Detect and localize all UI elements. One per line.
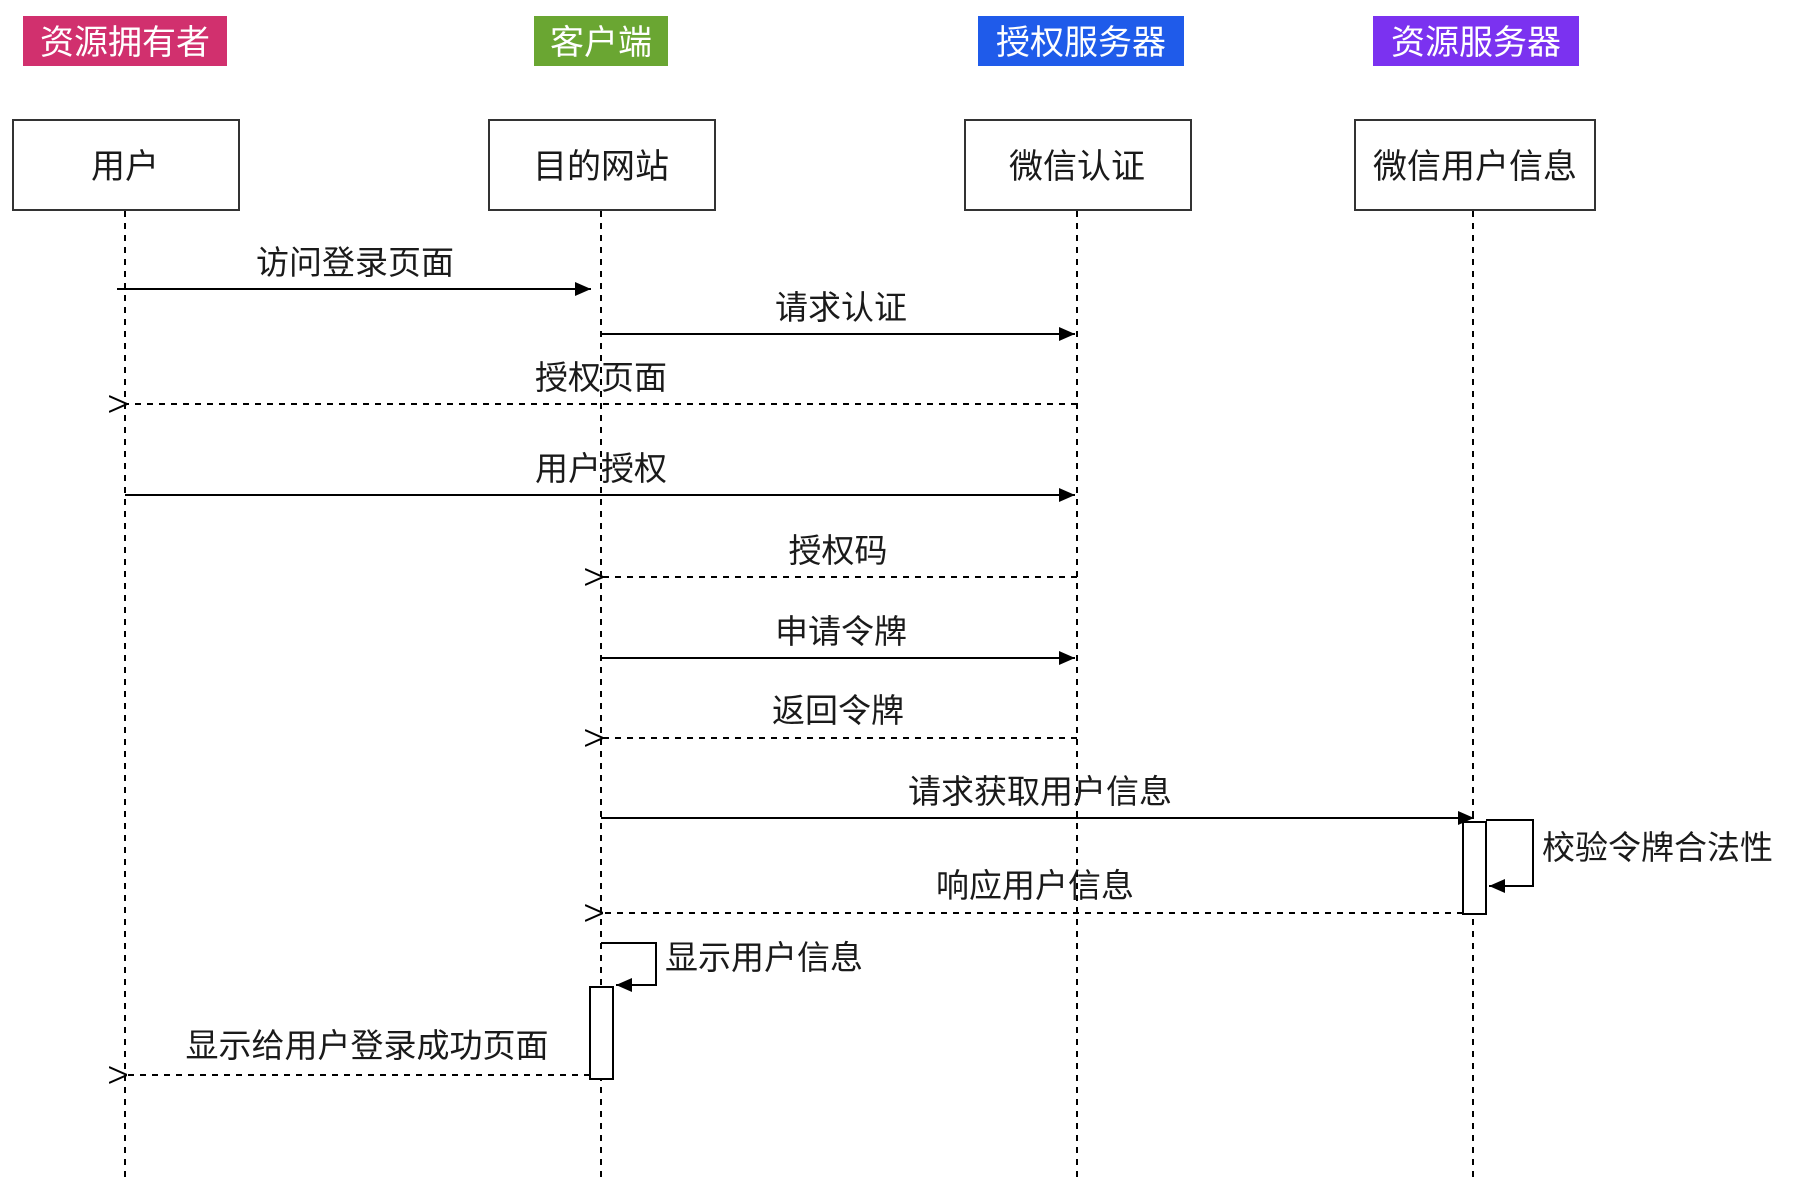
message-label: 校验令牌合法性 bbox=[1542, 828, 1773, 867]
message-label: 授权码 bbox=[789, 531, 888, 570]
participant-wechat-auth: 微信认证 bbox=[964, 119, 1192, 211]
participant-wechat-info: 微信用户信息 bbox=[1354, 119, 1596, 211]
message-label: 显示给用户登录成功页面 bbox=[186, 1026, 549, 1065]
activation-bar-wechat-info bbox=[1462, 821, 1487, 915]
participant-site-box bbox=[488, 119, 716, 211]
message-request-user-info: 请求获取用户信息 bbox=[601, 772, 1474, 825]
role-owner-badge bbox=[23, 16, 227, 66]
message-request-auth: 请求认证 bbox=[601, 288, 1075, 341]
role-resource-server-badge bbox=[1373, 16, 1579, 66]
message-label: 请求获取用户信息 bbox=[908, 772, 1172, 811]
role-client-label: 客户端 bbox=[550, 23, 652, 63]
role-resource-server-label: 资源服务器 bbox=[1391, 23, 1561, 63]
message-respond-user-info: 响应用户信息 bbox=[603, 866, 1463, 913]
message-label: 请求认证 bbox=[775, 288, 907, 327]
message-label: 显示用户信息 bbox=[665, 938, 863, 977]
role-auth-server-badge bbox=[978, 16, 1184, 66]
participant-site-label: 目的网站 bbox=[533, 147, 669, 187]
message-arrow bbox=[601, 942, 657, 992]
message-label: 响应用户信息 bbox=[936, 866, 1134, 905]
role-auth-server-label: 授权服务器 bbox=[996, 23, 1166, 63]
message-arrow bbox=[1486, 819, 1534, 893]
role-client-badge bbox=[534, 16, 668, 66]
role-owner-label: 资源拥有者 bbox=[40, 23, 210, 63]
message-label: 授权页面 bbox=[535, 358, 667, 397]
message-return-token: 返回令牌 bbox=[603, 691, 1077, 738]
role-auth-server: 授权服务器 bbox=[978, 16, 1184, 66]
activation-bar-site bbox=[589, 986, 614, 1080]
participant-user: 用户 bbox=[12, 119, 240, 211]
message-label: 访问登录页面 bbox=[256, 243, 454, 282]
participant-wechat-auth-label: 微信认证 bbox=[1009, 147, 1145, 187]
message-label: 用户授权 bbox=[535, 449, 667, 488]
message-label: 申请令牌 bbox=[775, 612, 907, 651]
participant-wechat-auth-box bbox=[964, 119, 1192, 211]
message-label: 返回令牌 bbox=[772, 691, 904, 730]
message-visit-login-page: 访问登录页面 bbox=[117, 243, 591, 296]
message-show-login-success: 显示给用户登录成功页面 bbox=[127, 1026, 590, 1075]
message-request-token: 申请令牌 bbox=[601, 612, 1075, 665]
participant-site: 目的网站 bbox=[488, 119, 716, 211]
role-owner: 资源拥有者 bbox=[23, 16, 227, 66]
participant-wechat-info-box bbox=[1354, 119, 1596, 211]
message-user-authorize: 用户授权 bbox=[125, 449, 1075, 502]
message-auth-code: 授权码 bbox=[603, 531, 1077, 577]
message-validate-token: 校验令牌合法性 bbox=[1486, 819, 1773, 893]
role-client: 客户端 bbox=[534, 16, 668, 66]
message-auth-page: 授权页面 bbox=[127, 358, 1077, 404]
participant-wechat-info-label: 微信用户信息 bbox=[1373, 147, 1577, 187]
message-show-user-info: 显示用户信息 bbox=[601, 938, 863, 992]
role-resource-server: 资源服务器 bbox=[1373, 16, 1579, 66]
participant-user-box bbox=[12, 119, 240, 211]
participant-user-label: 用户 bbox=[91, 147, 159, 187]
